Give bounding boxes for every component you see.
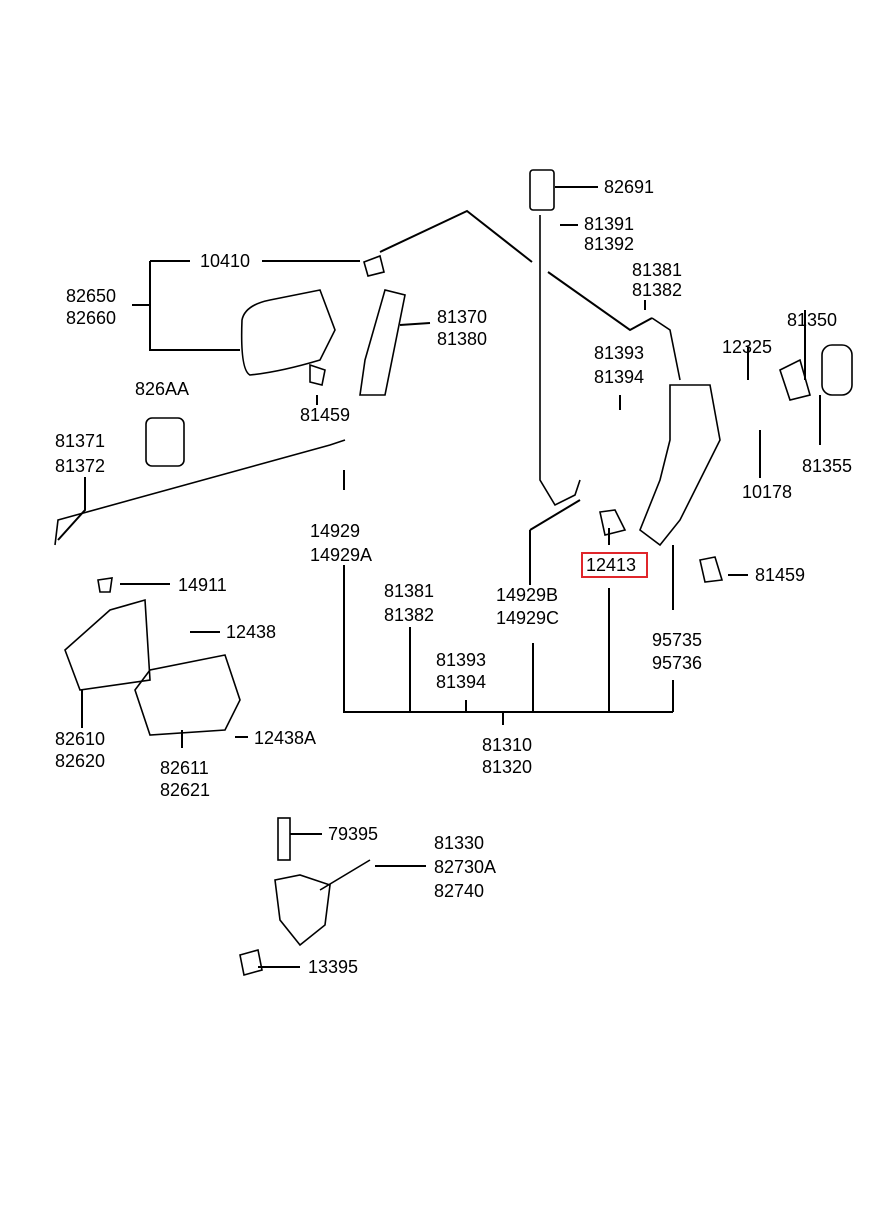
label-82610: 82610 [55, 729, 106, 749]
label-14929C: 14929C [496, 608, 560, 628]
part-81330 [274, 859, 371, 947]
label-79395: 79395 [328, 824, 379, 844]
part-826AA [145, 417, 185, 467]
label-82650: 82650 [66, 286, 117, 306]
label-13395: 13395 [308, 957, 359, 977]
label-10410: 10410 [200, 251, 251, 271]
label-81371: 81371 [55, 431, 106, 451]
part-12413 [599, 509, 627, 536]
part-10410 [363, 254, 385, 277]
label-95736: 95736 [652, 653, 703, 673]
label-81330: 81330 [434, 833, 485, 853]
label-81381: 81381 [632, 260, 683, 280]
label-82660: 82660 [66, 308, 117, 328]
label-14929: 14929 [310, 521, 361, 541]
part-82611 [134, 654, 241, 736]
label-81391: 81391 [584, 214, 635, 234]
label-81355: 81355 [802, 456, 853, 476]
label-82611: 82611 [160, 758, 209, 778]
label-14911: 14911 [178, 575, 227, 595]
label-82730A: 82730A [434, 857, 497, 877]
label-81393: 81393 [594, 343, 645, 363]
label-81310: 81310 [482, 735, 533, 755]
part-13395 [239, 948, 263, 977]
label-81382-b: 81382 [384, 605, 435, 625]
label-81382: 81382 [632, 280, 683, 300]
label-82740: 82740 [434, 881, 485, 901]
label-81381-b: 81381 [384, 581, 435, 601]
label-14929A: 14929A [310, 545, 373, 565]
part-81459-b [699, 556, 724, 583]
part-14911 [97, 577, 113, 593]
part-79395 [277, 817, 291, 861]
leader-lines [57, 186, 821, 968]
part-rod-81391 [539, 215, 581, 507]
part-latch-81310 [639, 384, 721, 547]
part-81459 [309, 363, 326, 386]
label-95735: 95735 [652, 630, 703, 650]
label-82691: 82691 [604, 177, 655, 197]
part-81350 [779, 358, 811, 401]
label-10178: 10178 [742, 482, 793, 502]
label-12438: 12438 [226, 622, 277, 642]
label-81372: 81372 [55, 456, 106, 476]
label-81393-b: 81393 [436, 650, 487, 670]
label-14929B: 14929B [496, 585, 559, 605]
part-rod-81371 [54, 439, 346, 546]
part-81355 [821, 344, 853, 396]
label-81394: 81394 [594, 367, 645, 387]
label-81370: 81370 [437, 307, 488, 327]
label-12325: 12325 [722, 337, 773, 357]
part-rod-81381 [651, 317, 681, 381]
label-82621: 82621 [160, 780, 211, 800]
label-12438A: 12438A [254, 728, 317, 748]
label-81350: 81350 [787, 310, 838, 330]
label-81320: 81320 [482, 757, 533, 777]
label-81459-b: 81459 [755, 565, 806, 585]
label-81392: 81392 [584, 234, 635, 254]
label-826AA: 826AA [135, 379, 190, 399]
part-82610 [64, 598, 151, 691]
parts [54, 169, 853, 977]
part-81370 [359, 289, 406, 396]
label-81380: 81380 [437, 329, 488, 349]
label-81394-b: 81394 [436, 672, 487, 692]
label-82620: 82620 [55, 751, 106, 771]
part-82691 [529, 169, 555, 211]
label-81459: 81459 [300, 405, 351, 425]
part-handle-82650 [240, 289, 336, 376]
label-12413-highlighted: 12413 [581, 552, 649, 578]
